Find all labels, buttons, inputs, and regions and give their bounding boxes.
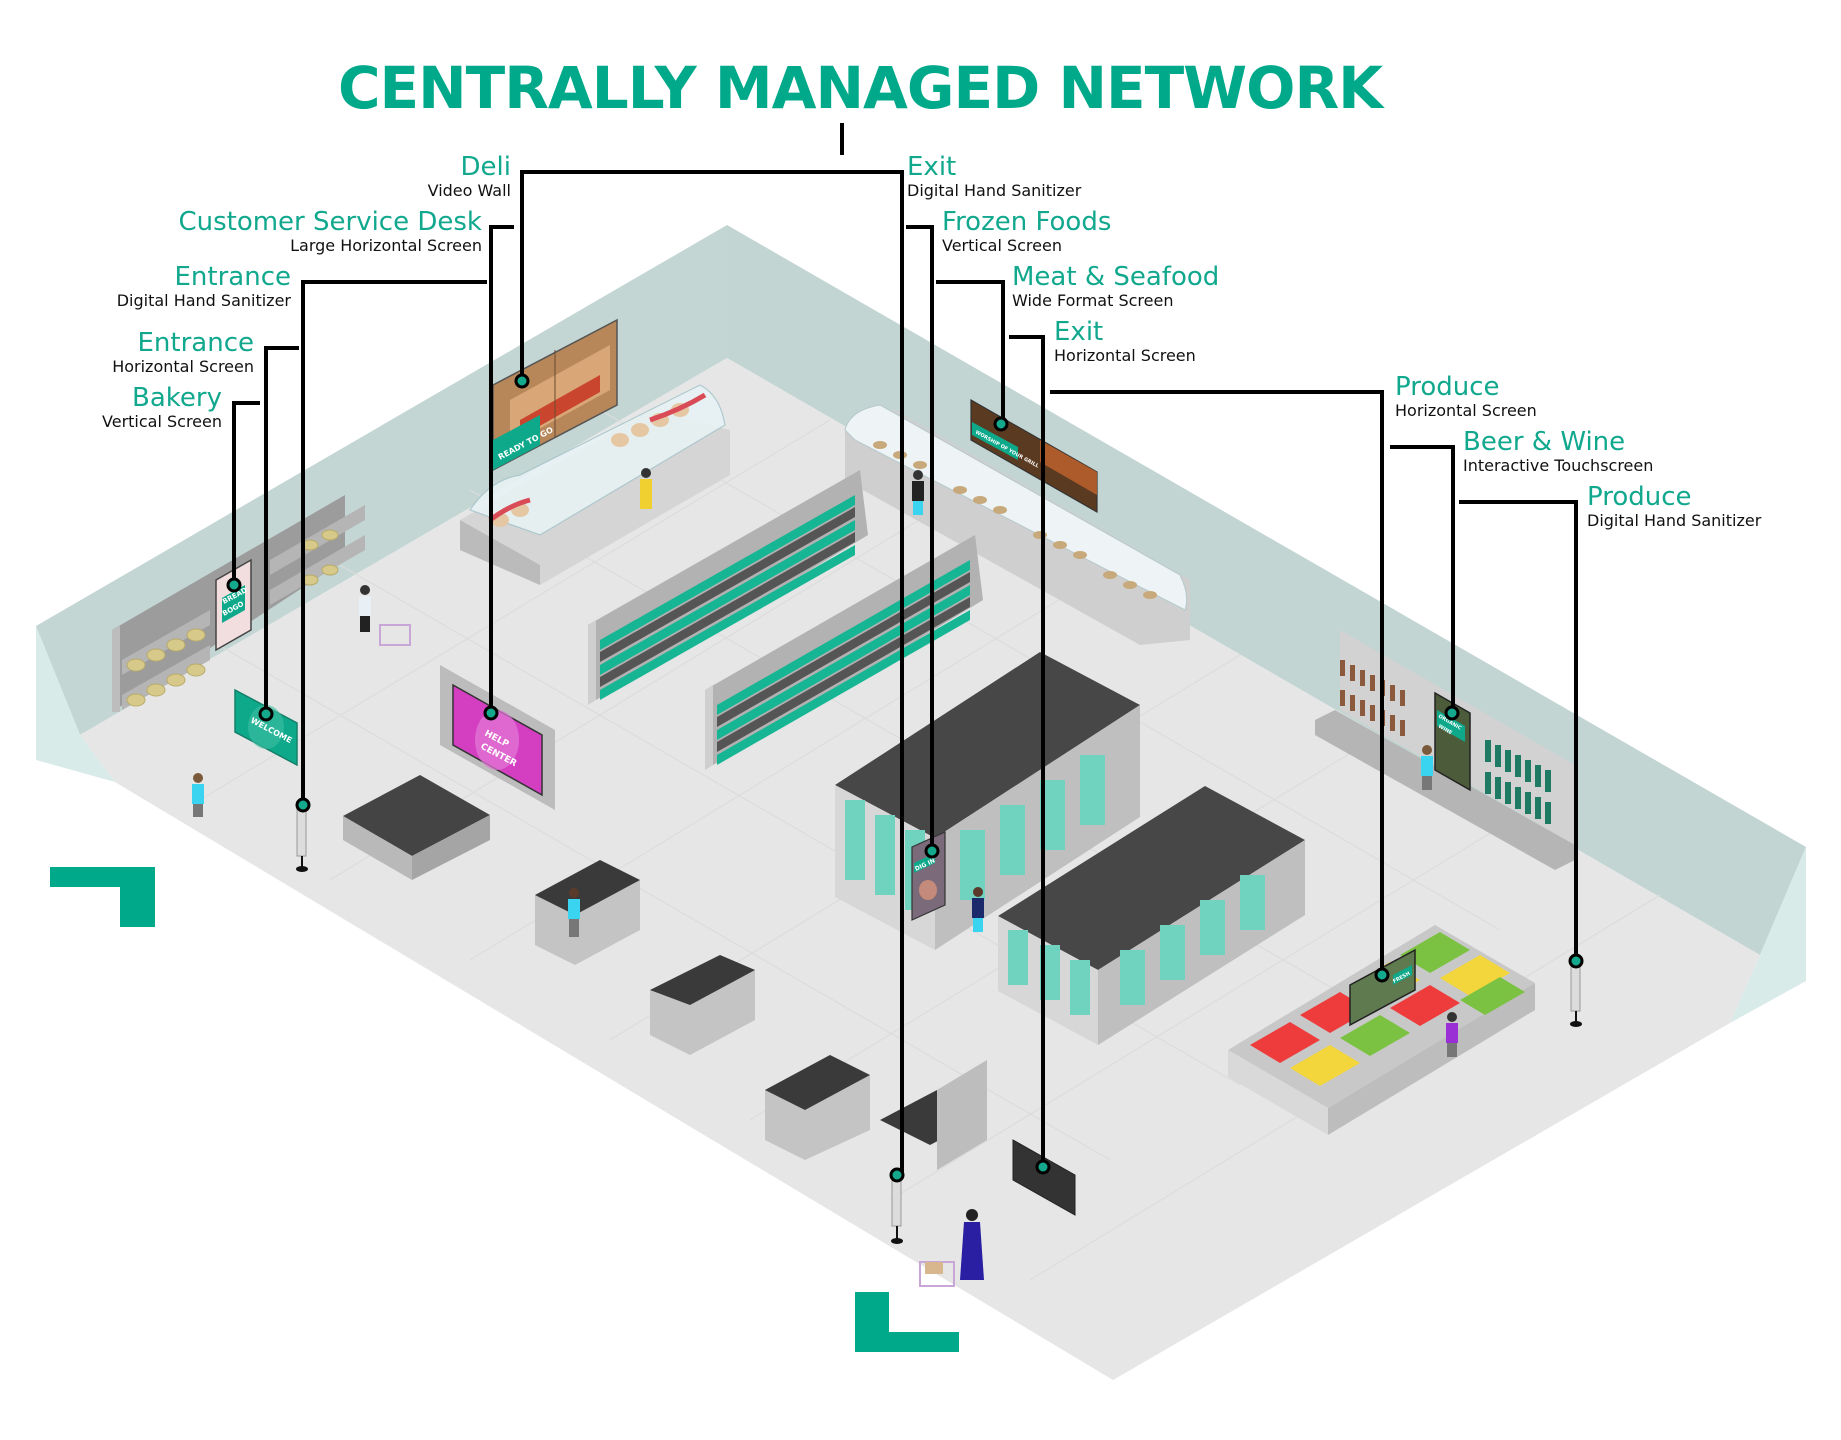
- left-end-wall: [36, 626, 115, 782]
- callout-zone: Bakery: [132, 383, 222, 413]
- callout-device: Interactive Touchscreen: [1463, 456, 1654, 475]
- callout-entrance-sanitizer: Entrance Digital Hand Sanitizer: [117, 264, 291, 309]
- node-exit-sanitizer[interactable]: [889, 1167, 905, 1183]
- callout-bakery: Bakery Vertical Screen: [102, 385, 222, 430]
- callout-deli: Deli Video Wall: [428, 154, 511, 199]
- callout-produce-screen: Produce Horizontal Screen: [1395, 374, 1537, 419]
- shopper-freezer: [972, 887, 984, 932]
- connector-deli: [520, 170, 842, 381]
- shopper-produce: [1446, 1012, 1458, 1057]
- callout-exit-sanitizer: Exit Digital Hand Sanitizer: [907, 154, 1081, 199]
- connector-produce-screen: [1050, 390, 1384, 975]
- connector-entrance-sanitizer: [301, 280, 487, 805]
- node-frozen[interactable]: [924, 843, 940, 859]
- callout-exit-screen: Exit Horizontal Screen: [1054, 319, 1196, 364]
- freezer-units: [835, 652, 1305, 1045]
- node-produce-screen[interactable]: [1374, 967, 1390, 983]
- shopper-exit: [919, 1209, 984, 1287]
- checkout-lanes: [535, 860, 987, 1170]
- shoppers: [192, 468, 1458, 1287]
- deli-video-wall: READY TO GO: [492, 318, 618, 472]
- node-wine[interactable]: [1444, 705, 1460, 721]
- callout-device: Horizontal Screen: [1395, 401, 1537, 420]
- entrance-horizontal-screen: WELCOME: [234, 688, 298, 767]
- connector-produce-sanitizer: [1459, 500, 1578, 961]
- connector-exit-sanitizer: [842, 170, 904, 1175]
- network-nodes: [226, 373, 1584, 1183]
- callout-zone: Exit: [907, 152, 957, 182]
- bakery-vertical-screen: BREAD BOGO: [215, 558, 252, 652]
- callout-device: Vertical Screen: [102, 412, 222, 431]
- callout-device: Digital Hand Sanitizer: [1587, 511, 1762, 530]
- deli-display-cases: [460, 384, 730, 585]
- shopper-wine: [1421, 745, 1433, 790]
- corner-mark-left: [50, 867, 155, 927]
- page-title: CENTRALLY MANAGED NETWORK: [337, 54, 1383, 122]
- shopper-deli: [640, 468, 652, 509]
- callout-device: Large Horizontal Screen: [290, 236, 482, 255]
- callout-zone: Beer & Wine: [1463, 427, 1626, 457]
- connector-meat: [936, 280, 1005, 424]
- node-entrance-screen[interactable]: [258, 706, 274, 722]
- shopper-entrance: [192, 773, 204, 817]
- callout-device: Horizontal Screen: [1054, 346, 1196, 365]
- exit-horizontal-screen: [1012, 1139, 1076, 1216]
- callout-zone: Produce: [1587, 482, 1692, 512]
- callout-zone: Deli: [460, 152, 511, 182]
- node-exit-screen[interactable]: [1035, 1159, 1051, 1175]
- connector-exit-screen: [1009, 335, 1045, 1167]
- node-produce-sanitizer[interactable]: [1568, 953, 1584, 969]
- node-entrance-sanitizer[interactable]: [295, 797, 311, 813]
- connector-customer-service: [489, 225, 514, 713]
- callout-zone: Frozen Foods: [942, 207, 1112, 237]
- connector-entrance-screen: [264, 346, 299, 714]
- callout-frozen: Frozen Foods Vertical Screen: [942, 209, 1111, 254]
- callout-device: Digital Hand Sanitizer: [116, 291, 291, 310]
- connector-wine: [1390, 445, 1455, 713]
- connector-bakery: [232, 401, 260, 585]
- callout-meat: Meat & Seafood Wide Format Screen: [1012, 264, 1219, 309]
- callout-zone: Produce: [1395, 372, 1500, 402]
- node-meat[interactable]: [993, 416, 1009, 432]
- callout-device: Digital Hand Sanitizer: [907, 181, 1082, 200]
- callout-customer-service: Customer Service Desk Large Horizontal S…: [178, 209, 482, 254]
- shopper-checkout: [568, 888, 580, 937]
- callout-device: Horizontal Screen: [112, 357, 254, 376]
- callout-device: Wide Format Screen: [1012, 291, 1174, 310]
- network-connectors: [232, 123, 1578, 1175]
- callout-device: Vertical Screen: [942, 236, 1062, 255]
- wine-interactive-touchscreen: ORGANIC WINE: [1434, 691, 1471, 792]
- shopper-meat: [912, 470, 924, 515]
- callout-device: Video Wall: [427, 181, 511, 200]
- callout-zone: Exit: [1054, 317, 1104, 347]
- callout-zone: Meat & Seafood: [1012, 262, 1220, 292]
- callout-zone: Entrance: [174, 262, 292, 292]
- node-customer-service[interactable]: [483, 705, 499, 721]
- produce-horizontal-screen: FRESH: [1349, 948, 1416, 1027]
- connector-frozen: [906, 225, 934, 851]
- corner-mark-bottom: [855, 1292, 959, 1352]
- grocery-aisles: [588, 470, 983, 770]
- callout-zone: Entrance: [137, 328, 255, 358]
- callout-zone: Customer Service Desk: [178, 207, 482, 237]
- callout-wine: Beer & Wine Interactive Touchscreen: [1463, 429, 1653, 474]
- callout-entrance-screen: Entrance Horizontal Screen: [112, 330, 254, 375]
- callout-produce-sanitizer: Produce Digital Hand Sanitizer: [1587, 484, 1761, 529]
- shopper-cart-bakery: [359, 585, 411, 646]
- node-bakery[interactable]: [226, 577, 242, 593]
- node-deli[interactable]: [514, 373, 530, 389]
- customer-service-desk: HELP CENTER: [343, 665, 555, 880]
- right-end-wall: [1730, 847, 1806, 1023]
